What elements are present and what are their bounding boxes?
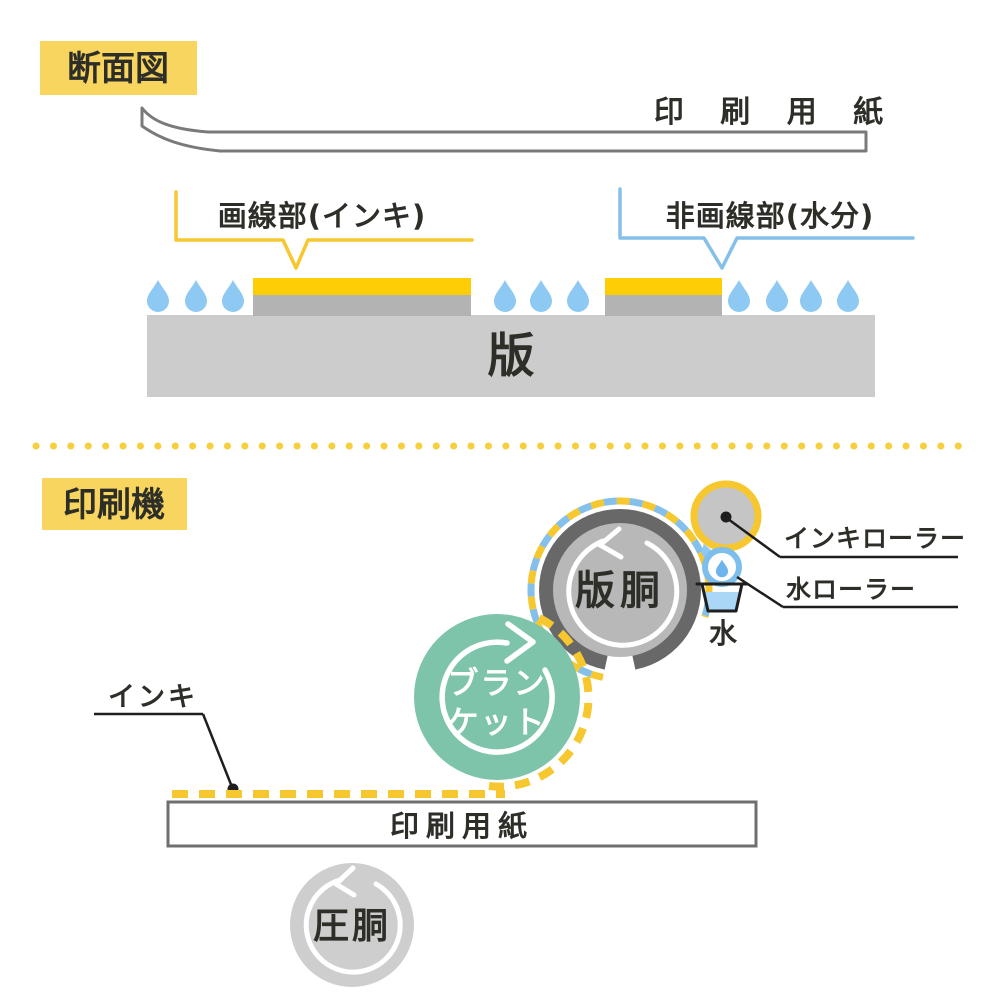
press-label-box bbox=[42, 478, 187, 530]
rotation-arrow-ccw bbox=[566, 538, 680, 648]
ink-label: インキ bbox=[108, 682, 198, 713]
ink-layer-2 bbox=[605, 278, 722, 295]
bucket-outline bbox=[695, 582, 749, 613]
plate-cylinder: 版胴 bbox=[539, 509, 701, 682]
paper-sheet-label: 印 刷 用 紙 bbox=[654, 95, 896, 130]
ink-roller-leader bbox=[727, 517, 781, 559]
water-droplet-icon bbox=[185, 280, 207, 312]
cross-section-diagram: 断面図 印 刷 用 紙 画線部(インキ) 非画線部(水分) bbox=[40, 41, 915, 397]
water-dashes bbox=[527, 497, 713, 683]
water-roller: 水ローラー bbox=[698, 542, 958, 609]
water-droplet-icon bbox=[728, 280, 750, 312]
ink-roller-label: インキローラー bbox=[784, 524, 966, 553]
water-roller-label: 水ローラー bbox=[786, 575, 916, 604]
paper-sheet-shape bbox=[140, 106, 868, 153]
ink-roller: インキローラー bbox=[690, 480, 966, 559]
blanket-cylinder: ブラン ケット bbox=[414, 612, 593, 791]
ink-callout: インキ bbox=[94, 682, 239, 795]
printing-press-diagram: 印刷機 版胴 インキローラー bbox=[42, 478, 966, 987]
image-area-callout-line bbox=[174, 190, 474, 270]
impression-cylinder: 圧胴 bbox=[290, 863, 414, 987]
bucket-water bbox=[703, 592, 741, 611]
water-droplet-icon bbox=[766, 280, 788, 312]
rotation-arrow-cw bbox=[439, 639, 555, 755]
plate-base bbox=[147, 315, 875, 397]
water-label: 水 bbox=[709, 617, 738, 650]
rotation-arrowhead bbox=[333, 865, 357, 898]
water-droplet-icon bbox=[800, 280, 822, 312]
press-label: 印刷機 bbox=[63, 485, 165, 525]
blanket-ink-dashes bbox=[488, 612, 593, 791]
plate-label: 版 bbox=[488, 329, 535, 384]
cross-section-label: 断面図 bbox=[67, 49, 169, 89]
water-droplet-icon bbox=[837, 280, 859, 312]
blanket-label-line1: ブラン bbox=[448, 666, 547, 702]
rotation-arrowhead bbox=[597, 526, 624, 560]
water-droplet-icon bbox=[530, 280, 552, 312]
non-image-area-label: 非画線部(水分) bbox=[666, 199, 875, 233]
blanket-body bbox=[414, 614, 580, 780]
plate-cylinder-label: 版胴 bbox=[575, 568, 665, 614]
impression-cylinder-label: 圧胴 bbox=[313, 906, 391, 947]
rotation-arrowhead bbox=[504, 621, 536, 664]
paper-band bbox=[166, 800, 758, 848]
water-droplet-icon bbox=[222, 280, 244, 312]
plate-cylinder-body bbox=[553, 523, 687, 657]
cross-section-label-box bbox=[40, 41, 197, 95]
rotation-arrow-ccw bbox=[303, 877, 403, 975]
water-droplet-icon bbox=[567, 280, 589, 312]
blanket-label-line2: ケット bbox=[448, 705, 547, 741]
ink-layer-1 bbox=[253, 278, 471, 295]
paper-band-label: 印刷用紙 bbox=[390, 809, 534, 843]
ink-label-leader bbox=[201, 713, 234, 788]
image-area-label: 画線部(インキ) bbox=[218, 199, 427, 233]
raised-area-2 bbox=[605, 295, 722, 316]
raised-area-1 bbox=[253, 295, 471, 316]
water-bucket: 水 bbox=[695, 582, 749, 650]
non-image-area-callout-line bbox=[618, 187, 915, 270]
water-droplet-icon bbox=[494, 280, 516, 312]
water-roller-leader bbox=[736, 575, 784, 609]
water-droplet-icon bbox=[147, 280, 169, 312]
